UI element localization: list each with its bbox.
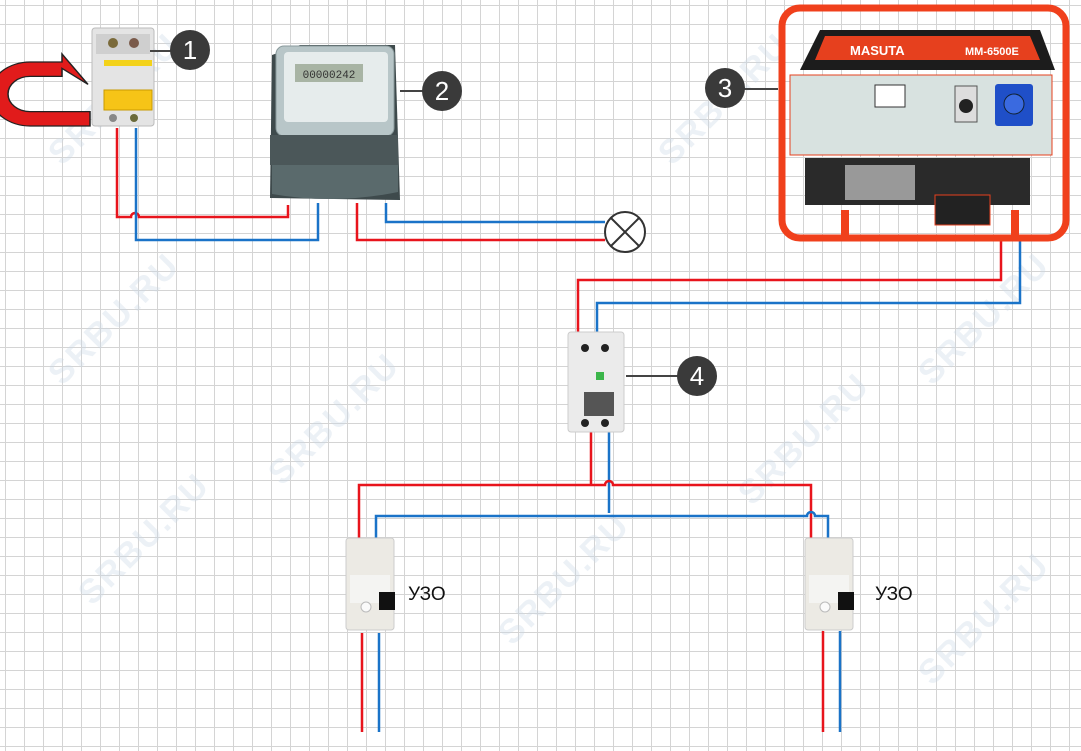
lamp-symbol [604,211,646,253]
main-circuit-breaker [91,27,155,127]
changeover-circuit-breaker [567,331,625,433]
rcd-right [804,537,854,631]
callout-1: 1 [170,30,210,70]
rcd-label-right: УЗО [875,584,913,605]
callout-2: 2 [422,71,462,111]
neutral-wire [134,128,320,242]
electricity-meter: 00000242 [270,45,400,200]
callout-number: 2 [435,76,449,106]
generator-brand: MASUTA [850,43,905,58]
callout-number: 1 [183,35,197,65]
phase-wire [355,203,605,242]
generator-model: MM-6500E [965,46,1019,58]
callout-3: 3 [705,68,745,108]
neutral-wire [595,240,1022,332]
phase-wire [115,128,290,219]
callout-4: 4 [677,356,717,396]
neutral-wire [374,510,830,540]
input-arrow-icon [0,52,91,127]
meter-display: 00000242 [303,70,356,82]
callout-number: 4 [690,361,704,391]
phase-wire [576,240,1003,332]
rcd-label-left: УЗО [408,584,446,605]
neutral-wire [384,203,605,224]
rcd-left [345,537,395,631]
callout-number: 3 [718,73,732,103]
phase-wire [357,479,813,540]
generator: MASUTA MM-6500E [778,4,1070,242]
